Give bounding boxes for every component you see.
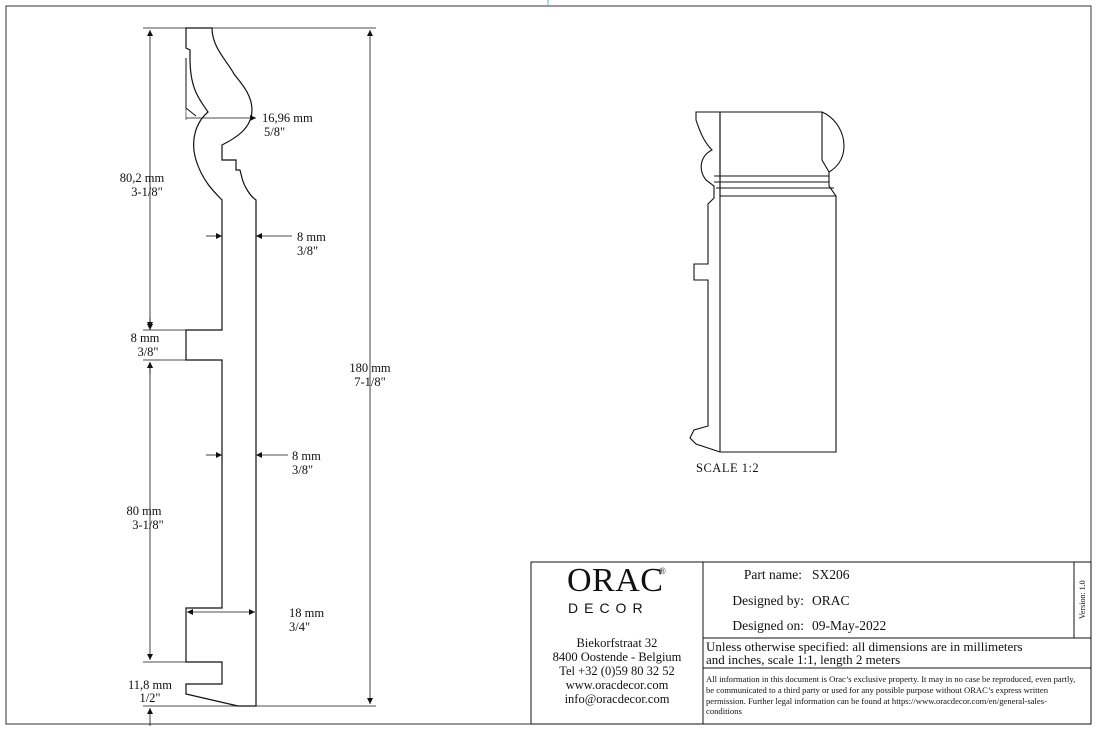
iso-side-profile (689, 111, 721, 453)
groove-mm: 8 mm (131, 331, 160, 345)
legal-note: All information in this document is Orac… (706, 674, 1076, 717)
address-website[interactable]: www.oracdecor.com (565, 678, 669, 692)
top-width-mm: 16,96 mm (262, 111, 313, 125)
top-width-inch: 5/8" (264, 125, 285, 139)
designed-on-value: 09-May-2022 (812, 618, 887, 633)
isometric-view (689, 111, 845, 453)
address-city: 8400 Oostende - Belgium (552, 650, 682, 664)
title-block-frame (530, 561, 1092, 725)
decor-logo-text: DECOR (568, 600, 649, 616)
base-height-inch: 1/2" (139, 691, 160, 705)
total-height-inch: 7-1/8" (354, 375, 386, 389)
lower-thickness-inch: 3/8" (292, 463, 313, 477)
spec-note: Unless otherwise specified: all dimensio… (706, 640, 1056, 666)
spec-line-1: Unless otherwise specified: all dimensio… (706, 639, 1023, 654)
upper-thickness-mm: 8 mm (297, 230, 326, 244)
part-name-label: Part name: (743, 567, 802, 582)
base-width-mm: 18 mm (289, 606, 324, 620)
orac-logo: ORAC (567, 562, 664, 599)
part-name-value: SX206 (812, 567, 850, 582)
lower-height-mm: 80 mm (126, 504, 161, 518)
total-height-mm: 180 mm (349, 361, 391, 375)
spec-line-2: and inches, scale 1:1, length 2 meters (706, 652, 901, 667)
profile-outline (185, 27, 257, 707)
scale-label: SCALE 1:2 (696, 461, 759, 475)
iso-top-bead (821, 111, 845, 173)
address-phone: Tel +32 (0)59 80 32 52 (559, 664, 675, 678)
upper-thickness-inch: 3/8" (297, 244, 318, 258)
groove-inch: 3/8" (137, 345, 158, 359)
upper-height-mm: 80,2 mm (120, 171, 165, 185)
registered-mark: ® (659, 566, 666, 576)
upper-height-inch: 3-1/8" (131, 185, 163, 199)
designed-on-label: Designed on: (732, 618, 804, 633)
iso-front-face (719, 111, 837, 453)
designed-by-label: Designed by: (732, 593, 804, 608)
designed-by-value: ORAC (812, 593, 850, 608)
drawing-frame (5, 5, 1092, 725)
lower-thickness-mm: 8 mm (292, 449, 321, 463)
base-width-inch: 3/4" (289, 620, 310, 634)
version-label: Version: 1.0 (1078, 580, 1087, 620)
address-email[interactable]: info@oracdecor.com (564, 692, 670, 706)
lower-height-inch: 3-1/8" (132, 518, 164, 532)
base-height-mm: 11,8 mm (128, 678, 172, 692)
address-street: Biekorfstraat 32 (576, 636, 658, 650)
